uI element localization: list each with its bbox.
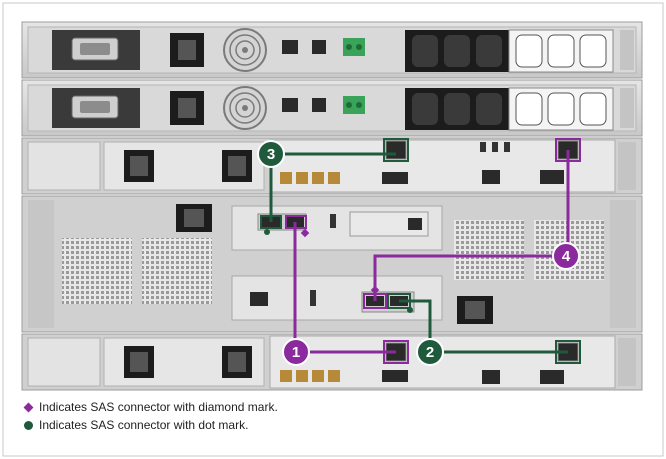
terminal-block	[343, 96, 365, 114]
usb-port	[312, 98, 326, 112]
diamond-mark-icon	[370, 285, 380, 295]
dot-mark-icon	[24, 420, 33, 430]
legend-item-diamond: Indicates SAS connector with diamond mar…	[23, 400, 278, 414]
callout-3-label: 3	[267, 146, 275, 163]
dot-mark-icon	[264, 229, 270, 235]
ups-unit-top	[21, 21, 643, 79]
sas-port	[385, 140, 407, 160]
expansion-enclosure-top	[21, 137, 643, 195]
port-highlight-green	[387, 293, 411, 309]
diamond-mark-icon	[300, 228, 310, 238]
port-highlight-purple	[555, 138, 581, 162]
diamond-mark-icon	[23, 402, 34, 412]
callout-3: 3	[257, 140, 285, 168]
port-highlight-purple	[285, 215, 307, 229]
port-highlight-green	[383, 138, 409, 162]
callout-1-label: 1	[292, 344, 300, 361]
outlet-block-white	[508, 87, 614, 131]
vent-grille	[62, 238, 132, 304]
legend-item-dot: Indicates SAS connector with dot mark.	[24, 418, 248, 432]
callout-1: 1	[282, 338, 310, 366]
sas-cable-4	[373, 150, 570, 301]
port-highlight-green	[555, 340, 581, 364]
expansion-enclosure-bottom	[21, 333, 643, 391]
sas-cable-2	[399, 299, 568, 354]
network-port	[282, 98, 298, 112]
legend-text-diamond: Indicates SAS connector with diamond mar…	[39, 400, 278, 414]
vent-grille	[142, 238, 212, 304]
legend-text-dot: Indicates SAS connector with dot mark.	[39, 418, 249, 432]
terminal-block	[343, 38, 365, 56]
dot-mark-icon	[407, 307, 413, 313]
fan-icon	[223, 28, 267, 72]
network-port	[282, 40, 298, 54]
callout-2: 2	[416, 338, 444, 366]
power-inlet-icon	[170, 33, 204, 67]
callout-4-label: 4	[562, 248, 571, 265]
fan-icon	[223, 86, 267, 130]
controller-enclosure	[21, 195, 643, 333]
callout-4: 4	[552, 242, 580, 270]
usb-port	[312, 40, 326, 54]
serial-port-module	[52, 88, 140, 128]
ups-unit-second	[21, 79, 643, 137]
serial-port-module	[52, 30, 140, 70]
outlet-block-black	[405, 88, 509, 130]
port-highlight-green	[260, 215, 282, 229]
outlet-block-white	[508, 29, 614, 73]
outlet-block-black	[405, 30, 509, 72]
callout-2-label: 2	[426, 344, 434, 361]
vent-grille	[454, 220, 524, 280]
power-inlet-icon	[170, 91, 204, 125]
port-highlight-purple	[383, 340, 409, 364]
